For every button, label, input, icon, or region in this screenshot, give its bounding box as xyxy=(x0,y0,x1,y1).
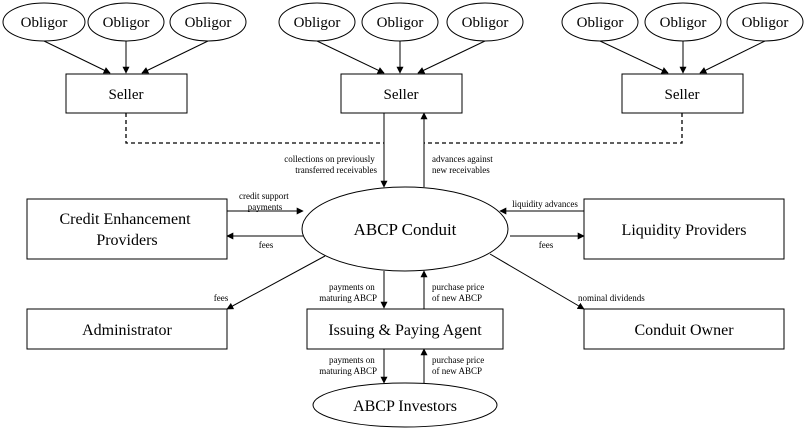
obligor-label: Obligor xyxy=(103,15,150,31)
obligor-label: Obligor xyxy=(577,15,624,31)
credit-fees-label: fees xyxy=(259,240,274,250)
dividends-label: nominal dividends xyxy=(578,293,645,303)
obligor-node: Obligor xyxy=(87,2,165,42)
payments-lower-label: payments on maturing ABCP xyxy=(319,355,377,376)
obligor-label: Obligor xyxy=(462,15,509,31)
seller-label: Seller xyxy=(384,87,419,103)
administrator-node: Administrator xyxy=(26,308,228,350)
administrator-fees-label: fees xyxy=(214,293,229,303)
obligor-label: Obligor xyxy=(21,15,68,31)
payments-upper-label: payments on maturing ABCP xyxy=(319,282,377,303)
obligor-node: Obligor xyxy=(644,2,722,42)
administrator-label: Administrator xyxy=(82,322,172,339)
liquidity-providers-node: Liquidity Providers xyxy=(583,198,785,260)
purchase-upper-label: purchase price of new ABCP xyxy=(432,282,486,303)
administrator-fees-arrow xyxy=(226,255,326,310)
seller-label: Seller xyxy=(109,87,144,103)
obligor-node: Obligor xyxy=(2,2,86,42)
credit-enhancement-label: Credit Enhancement Providers xyxy=(59,211,194,249)
conduit-owner-label: Conduit Owner xyxy=(634,322,734,339)
collections-label: collections on previously transferred re… xyxy=(284,154,377,175)
seller-node: Seller xyxy=(340,73,463,114)
liquidity-providers-label: Liquidity Providers xyxy=(622,222,747,239)
liquidity-advances-label: liquidity advances xyxy=(512,199,578,209)
obligor-to-seller-arrows xyxy=(43,40,766,74)
obligor-label: Obligor xyxy=(660,15,707,31)
dividends-arrow xyxy=(489,253,585,310)
obligor-label: Obligor xyxy=(294,15,341,31)
liquidity-fees-label: fees xyxy=(539,240,554,250)
obligor-label: Obligor xyxy=(377,15,424,31)
obligor-node: Obligor xyxy=(446,2,524,42)
investors-label: ABCP Investors xyxy=(353,398,457,415)
investors-node: ABCP Investors xyxy=(312,382,498,428)
conduit-label: ABCP Conduit xyxy=(354,220,457,239)
obligor-node: Obligor xyxy=(169,2,247,42)
obligor-node: Obligor xyxy=(561,2,639,42)
obligor-node: Obligor xyxy=(361,2,439,42)
obligor-label: Obligor xyxy=(185,15,232,31)
obligor-label: Obligor xyxy=(742,15,789,31)
obligor-node: Obligor xyxy=(726,2,804,42)
seller-node: Seller xyxy=(621,73,744,114)
ipa-node: Issuing & Paying Agent xyxy=(306,308,504,350)
credit-enhancement-node: Credit Enhancement Providers xyxy=(26,198,228,260)
obligor-node: Obligor xyxy=(278,2,356,42)
seller-label: Seller xyxy=(665,87,700,103)
ipa-label: Issuing & Paying Agent xyxy=(328,322,482,339)
seller-dashed-connector xyxy=(125,113,683,144)
advances-label: advances against new receivables xyxy=(432,154,495,175)
seller-node: Seller xyxy=(65,73,188,114)
conduit-owner-node: Conduit Owner xyxy=(583,308,785,350)
conduit-node: ABCP Conduit xyxy=(301,186,509,272)
purchase-lower-label: purchase price of new ABCP xyxy=(432,355,486,376)
credit-support-label: credit support payments xyxy=(239,191,291,212)
